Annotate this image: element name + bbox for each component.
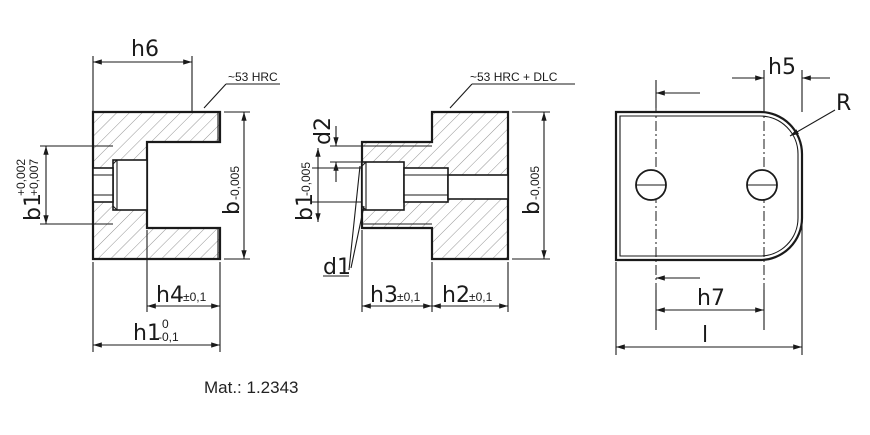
middle-bore-end <box>447 174 509 200</box>
h3-label: h3 <box>370 283 398 308</box>
middle-hardness-note: ~53 HRC + DLC <box>470 70 558 84</box>
left-bore-large <box>112 159 148 211</box>
h1-tol-lower: -0,1 <box>158 330 179 344</box>
b1-left-tol-upper: +0,002 <box>14 159 28 196</box>
radius-label: R <box>836 91 851 116</box>
right-view: h5 R h7 l <box>614 55 851 355</box>
screw-hole-left-icon <box>635 169 667 201</box>
b-middle-tol: -0,005 <box>528 166 542 200</box>
left-body-section <box>91 110 222 261</box>
d1-label: d1 <box>323 255 351 280</box>
left-hardness-note: ~53 HRC <box>228 70 278 84</box>
b1-middle-tol: -0,005 <box>299 162 313 196</box>
material-note: Mat.: 1.2343 <box>204 378 299 397</box>
b-middle-label: b <box>520 201 545 215</box>
b-left-label: b <box>220 201 245 215</box>
b1-middle-label: b1 <box>293 193 318 221</box>
h3-tol: ±0,1 <box>397 290 421 304</box>
h1-label: h1 <box>133 321 161 346</box>
h4-tol: ±0,1 <box>183 290 207 304</box>
b-left-tol: -0,005 <box>228 166 242 200</box>
h6-label: h6 <box>131 37 159 62</box>
h2-label: h2 <box>442 283 470 308</box>
h1-tol-upper: 0 <box>162 317 169 331</box>
middle-view: ~53 HRC + DLC d2 b1 -0,005 b -0,005 d1 h… <box>293 70 575 312</box>
h2-tol: ±0,1 <box>469 290 493 304</box>
left-bore-small <box>92 167 114 203</box>
h4-label: h4 <box>156 283 184 308</box>
h7-label: h7 <box>697 286 725 311</box>
left-view: h6 ~53 HRC b1 +0,002 +0,007 b -0,005 h4 … <box>14 37 280 352</box>
length-label: l <box>702 323 708 348</box>
right-body-outline <box>614 110 804 262</box>
screw-hole-right-icon <box>746 169 778 201</box>
h5-label: h5 <box>768 55 796 80</box>
d2-label: d2 <box>311 117 336 145</box>
middle-counterbore <box>361 161 405 211</box>
b1-left-tol-lower: +0,007 <box>27 159 41 196</box>
middle-bore <box>403 167 449 203</box>
b1-left-label: b1 <box>21 193 46 221</box>
